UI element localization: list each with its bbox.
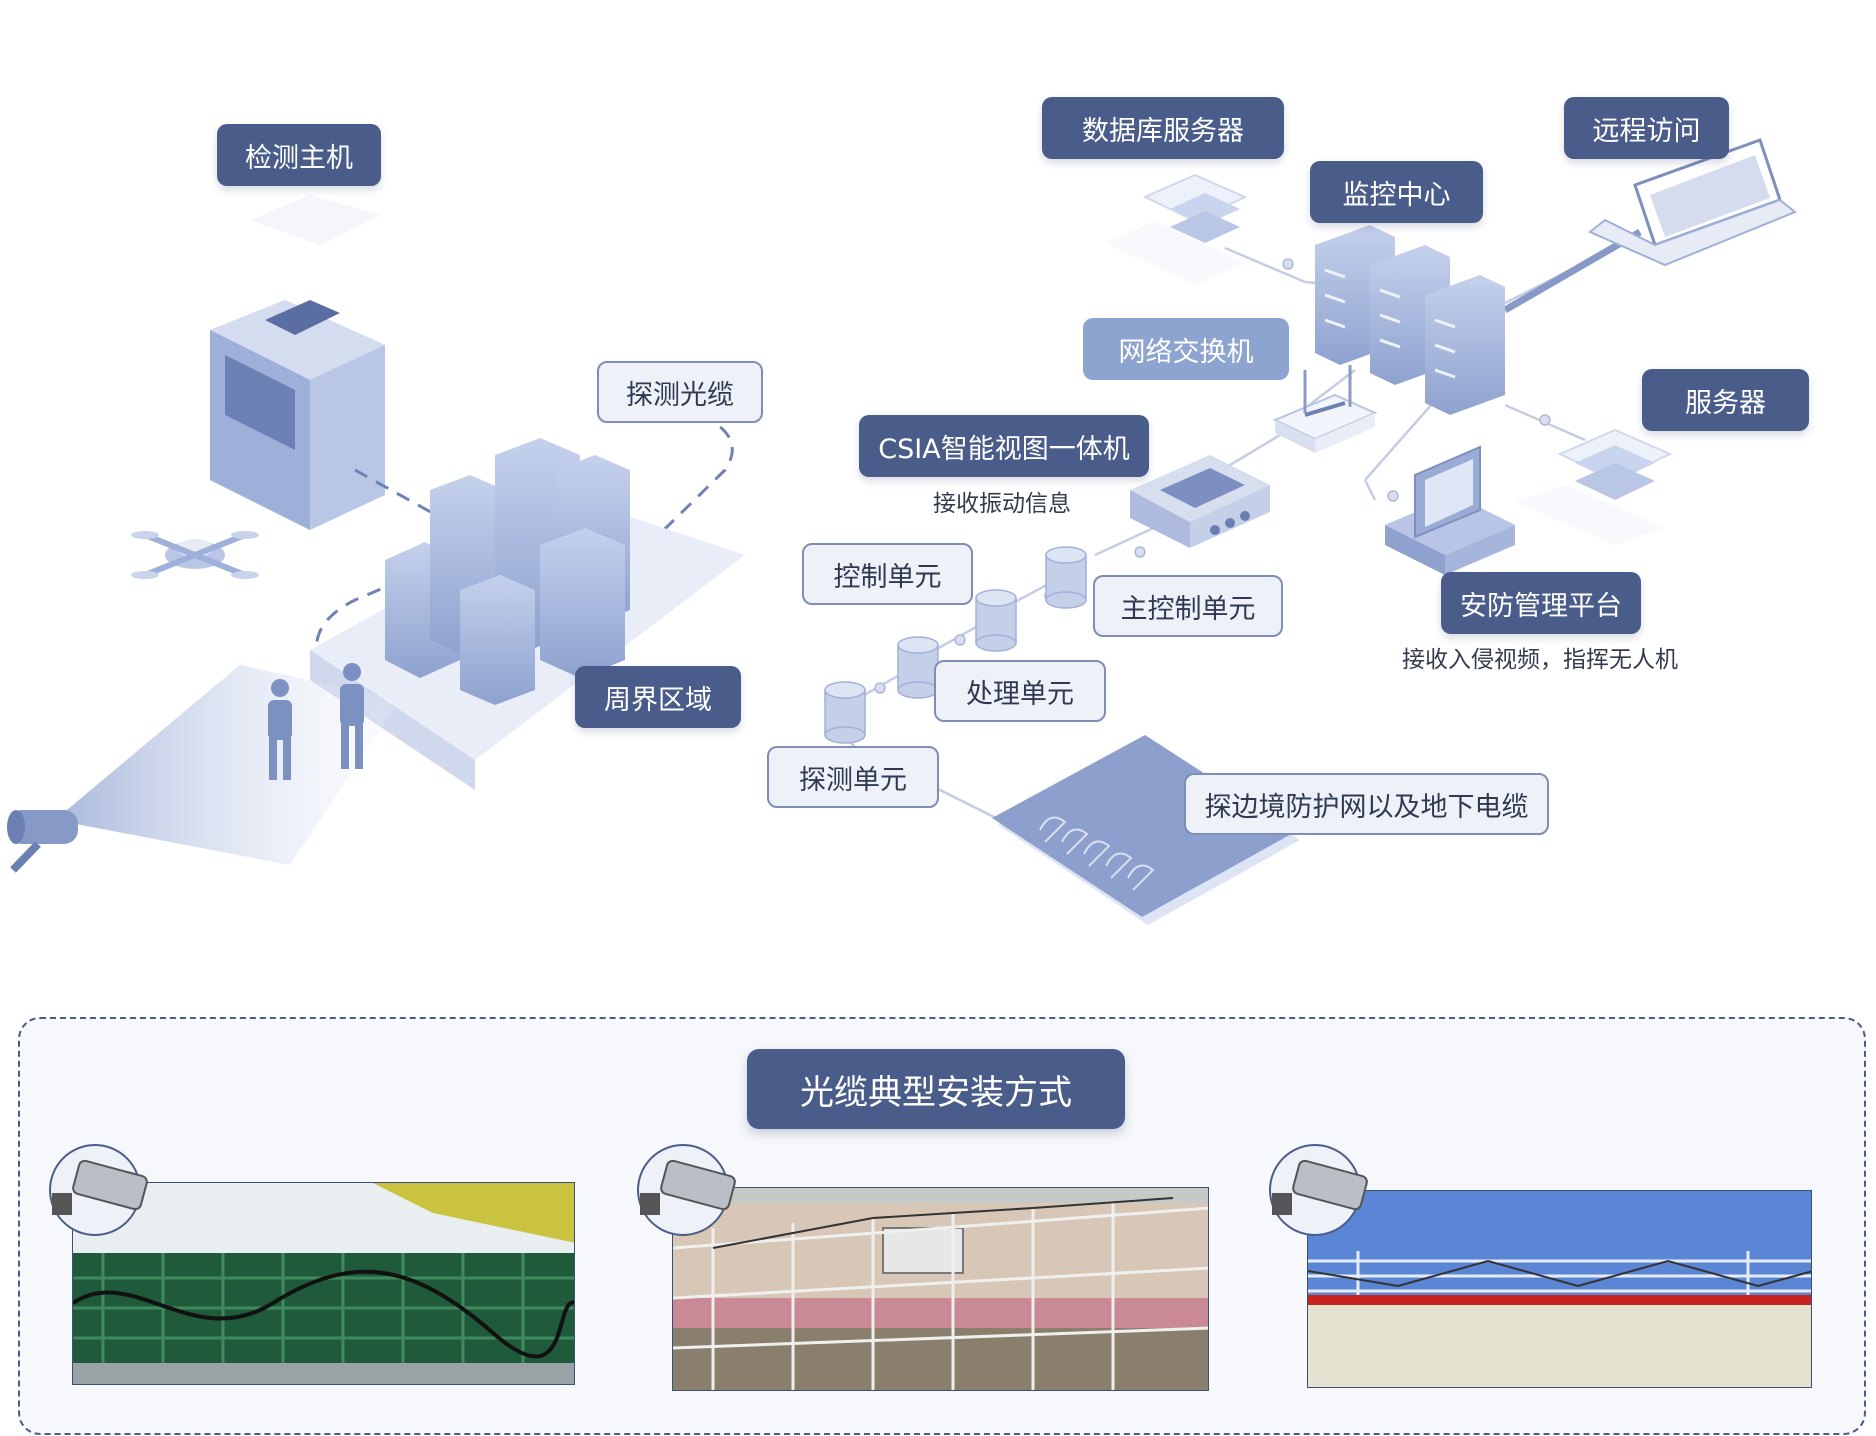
server-label: 服务器 bbox=[1642, 369, 1809, 431]
perimeter-area-label: 周界区域 bbox=[575, 666, 741, 728]
processing-node-icons bbox=[824, 546, 1087, 744]
roof-fence-installation-photo bbox=[72, 1182, 575, 1385]
security-camera-icon bbox=[7, 810, 78, 873]
workstation-icon bbox=[1385, 445, 1515, 575]
network-switch-icon bbox=[1272, 365, 1378, 453]
laptop-icon bbox=[1588, 138, 1797, 267]
server-rack-icon bbox=[1315, 225, 1505, 415]
security-platform-description: 接收入侵视频，指挥无人机 bbox=[1402, 647, 1678, 673]
mesh-fence-illustration bbox=[673, 1188, 1208, 1390]
network-switch-label: 网络交换机 bbox=[1083, 318, 1289, 380]
installation-title: 光缆典型安装方式 bbox=[747, 1049, 1125, 1129]
database-server-icon bbox=[1105, 173, 1248, 285]
drone-icon bbox=[131, 531, 259, 579]
remote-access-label: 远程访问 bbox=[1564, 97, 1729, 159]
border-cable-label: 探边境防护网以及地下电缆 bbox=[1184, 773, 1549, 835]
camera-beam bbox=[55, 665, 400, 865]
detection-unit-label: 探测单元 bbox=[767, 746, 939, 808]
processing-unit-label: 处理单元 bbox=[934, 660, 1106, 722]
monitoring-center-label: 监控中心 bbox=[1310, 161, 1483, 223]
detection-host-icon bbox=[210, 195, 385, 530]
sensing-cable-label: 探测光缆 bbox=[597, 361, 763, 423]
city-block-icon bbox=[310, 438, 745, 790]
security-platform-label: 安防管理平台 bbox=[1441, 572, 1641, 634]
camera-badge-icon bbox=[49, 1144, 148, 1236]
camera-badge-icon bbox=[637, 1144, 736, 1236]
border-mesh-plate-icon bbox=[992, 735, 1300, 925]
csia-unit-label: CSIA智能视图一体机 bbox=[859, 415, 1149, 477]
people-icon bbox=[268, 663, 364, 780]
csia-unit-icon bbox=[1130, 455, 1270, 548]
camera-badge-icon bbox=[1269, 1144, 1368, 1236]
detection-host-label: 检测主机 bbox=[217, 124, 381, 186]
wall-top-fence-illustration bbox=[1308, 1191, 1811, 1387]
database-server-label: 数据库服务器 bbox=[1042, 97, 1284, 159]
main-control-unit-label: 主控制单元 bbox=[1093, 575, 1283, 637]
server-icon bbox=[1515, 428, 1673, 545]
csia-unit-description: 接收振动信息 bbox=[933, 491, 1071, 517]
roof-fence-illustration bbox=[73, 1183, 574, 1384]
control-unit-label: 控制单元 bbox=[802, 543, 973, 605]
wall-top-fence-installation-photo bbox=[1307, 1190, 1812, 1388]
mesh-fence-installation-photo bbox=[672, 1187, 1209, 1391]
